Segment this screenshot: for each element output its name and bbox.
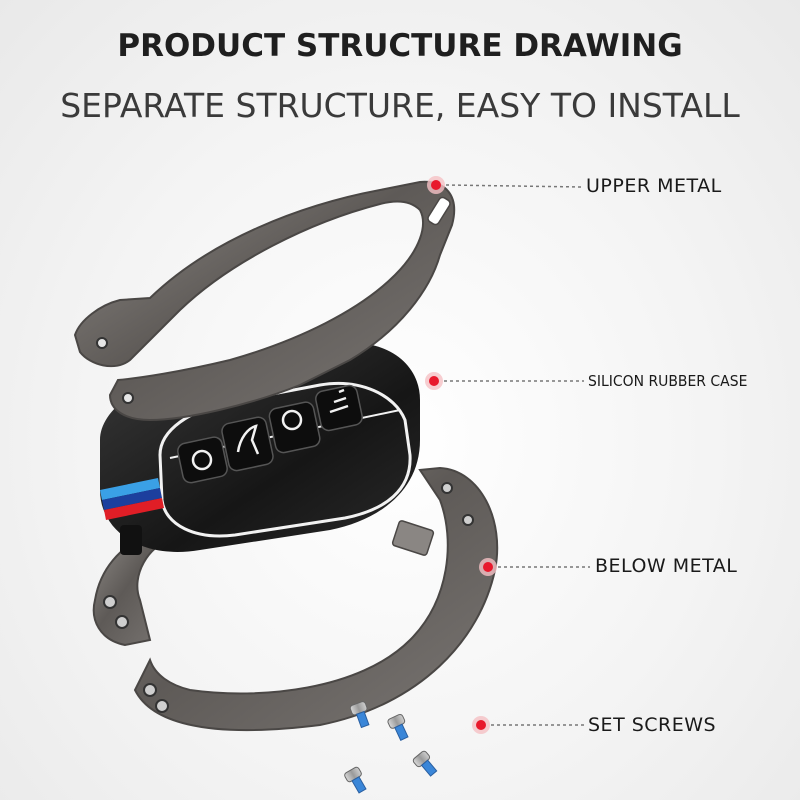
label-set-screws: SET SCREWS: [588, 714, 717, 736]
frame-hole: [96, 337, 108, 349]
unlock-icon: [281, 409, 303, 431]
frame-hole: [143, 683, 157, 697]
page-subtitle: SEPARATE STRUCTURE, EASY TO INSTALL: [60, 86, 740, 125]
screw: [412, 750, 438, 777]
marker-dot: [476, 720, 486, 730]
trunk-button: [221, 416, 274, 472]
screw: [387, 713, 409, 741]
color-stripes: [100, 478, 164, 520]
remote-start-icon: [329, 388, 349, 414]
keyring-slot: [427, 196, 451, 226]
lock-button: [177, 436, 228, 484]
frame-hole: [462, 514, 474, 526]
marker-dot: [429, 376, 439, 386]
callout-upper-metal: [427, 176, 583, 194]
upper-metal-frame: [73, 180, 456, 422]
screw: [344, 766, 367, 794]
marker-dot: [431, 180, 441, 190]
label-upper-metal: UPPER METAL: [586, 175, 722, 197]
remote-buttons: [177, 384, 363, 484]
callout-below-metal: [479, 558, 590, 576]
frame-hole: [122, 392, 134, 404]
frame-hole: [115, 615, 129, 629]
screw: [349, 701, 370, 729]
callout-set-screws: [472, 716, 584, 734]
frame-hole: [103, 595, 117, 609]
below-metal-frame: [92, 466, 499, 732]
lock-icon: [191, 449, 213, 471]
frame-hole: [155, 699, 169, 713]
callout-silicon-rubber-case: [425, 372, 584, 390]
label-below-metal: BELOW METAL: [595, 555, 738, 577]
label-silicon-rubber-case: SILICON RUBBER CASE: [588, 372, 748, 390]
frame-hole: [441, 482, 453, 494]
marker-dot: [483, 562, 493, 572]
page-title: PRODUCT STRUCTURE DRAWING: [117, 28, 683, 64]
keyring-loop: [120, 525, 142, 555]
set-screws: [344, 701, 438, 794]
trunk-icon: [236, 424, 260, 455]
